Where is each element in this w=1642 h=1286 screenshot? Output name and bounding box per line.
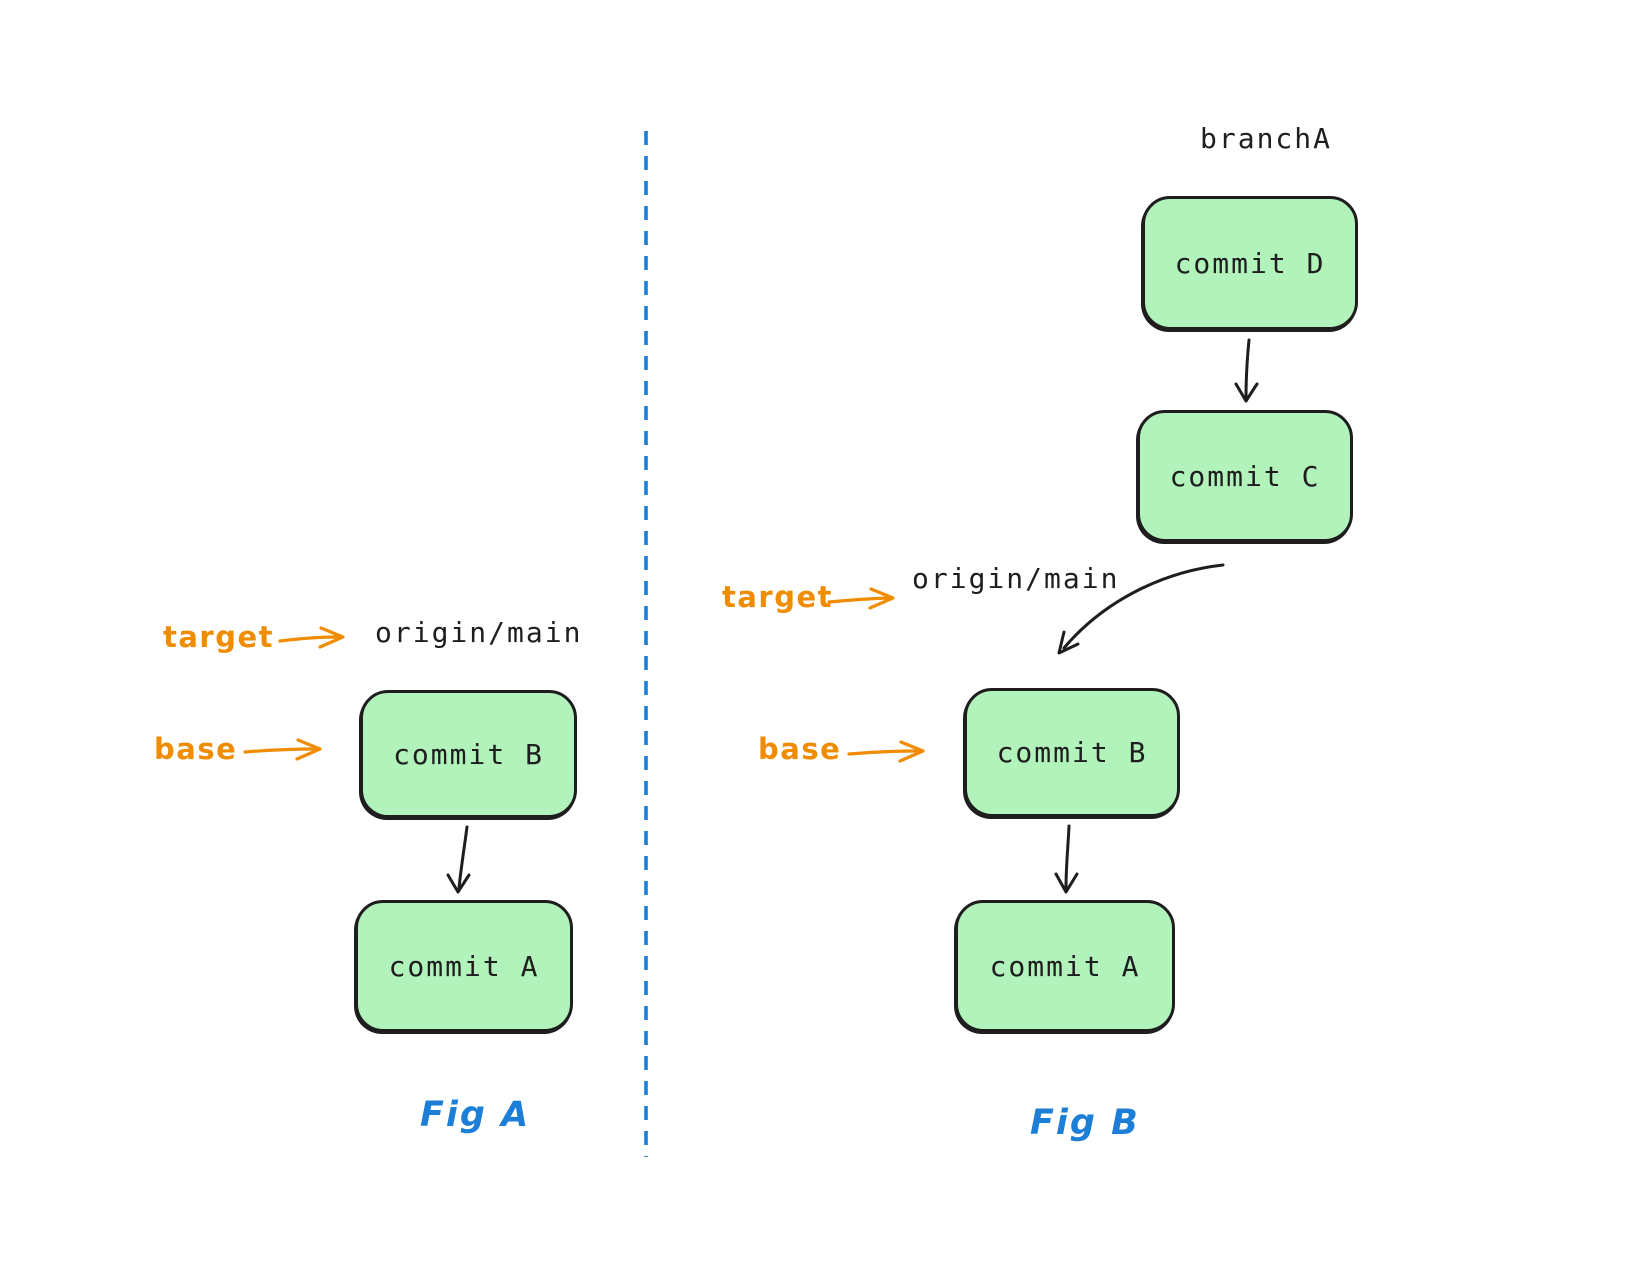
fig-a-commit-a-node: commit A: [355, 900, 573, 1032]
fig-a-branch-ref-label: origin/main: [375, 616, 583, 649]
fig-b-commit-d-node: commit D: [1142, 196, 1358, 330]
fig-b-commit-a-node: commit A: [955, 900, 1175, 1032]
fig-b-base-arrow: [847, 740, 925, 763]
fig-b-target-arrow: [827, 587, 895, 610]
fig-b-commit-b-to-a-arrow: [1054, 824, 1079, 894]
fig-a-target-arrow: [278, 626, 345, 649]
fig-a-commit-b-label: commit B: [393, 737, 544, 771]
fig-a-caption: Fig A: [420, 1095, 531, 1135]
fig-b-base-label: base: [758, 732, 842, 766]
fig-b-commit-c-label: commit C: [1169, 459, 1321, 493]
fig-a-commit-a-label: commit A: [388, 949, 540, 983]
fig-b-commit-d-to-c-arrow: [1234, 338, 1259, 403]
fig-b-commit-b-label: commit B: [996, 736, 1148, 769]
fig-b-commit-d-label: commit D: [1174, 246, 1326, 280]
fig-a-target-label: target: [163, 620, 275, 654]
fig-b-commit-b-node: commit B: [964, 688, 1180, 817]
fig-a-commit-b-node: commit B: [360, 690, 577, 818]
fig-a-commit-b-to-a-arrow: [446, 825, 471, 894]
fig-b-caption: Fig B: [1030, 1103, 1140, 1143]
fig-b-commit-c-to-b-curved-arrow: [1057, 563, 1225, 655]
fig-b-branch-name-label: branchA: [1200, 122, 1333, 155]
fig-b-commit-c-node: commit C: [1137, 410, 1353, 542]
fig-a-base-arrow: [243, 738, 322, 761]
fig-b-commit-a-label: commit A: [989, 949, 1141, 983]
fig-b-target-label: target: [722, 580, 834, 614]
fig-b-branch-ref-label: origin/main: [912, 562, 1120, 595]
fig-a-base-label: base: [154, 732, 238, 766]
